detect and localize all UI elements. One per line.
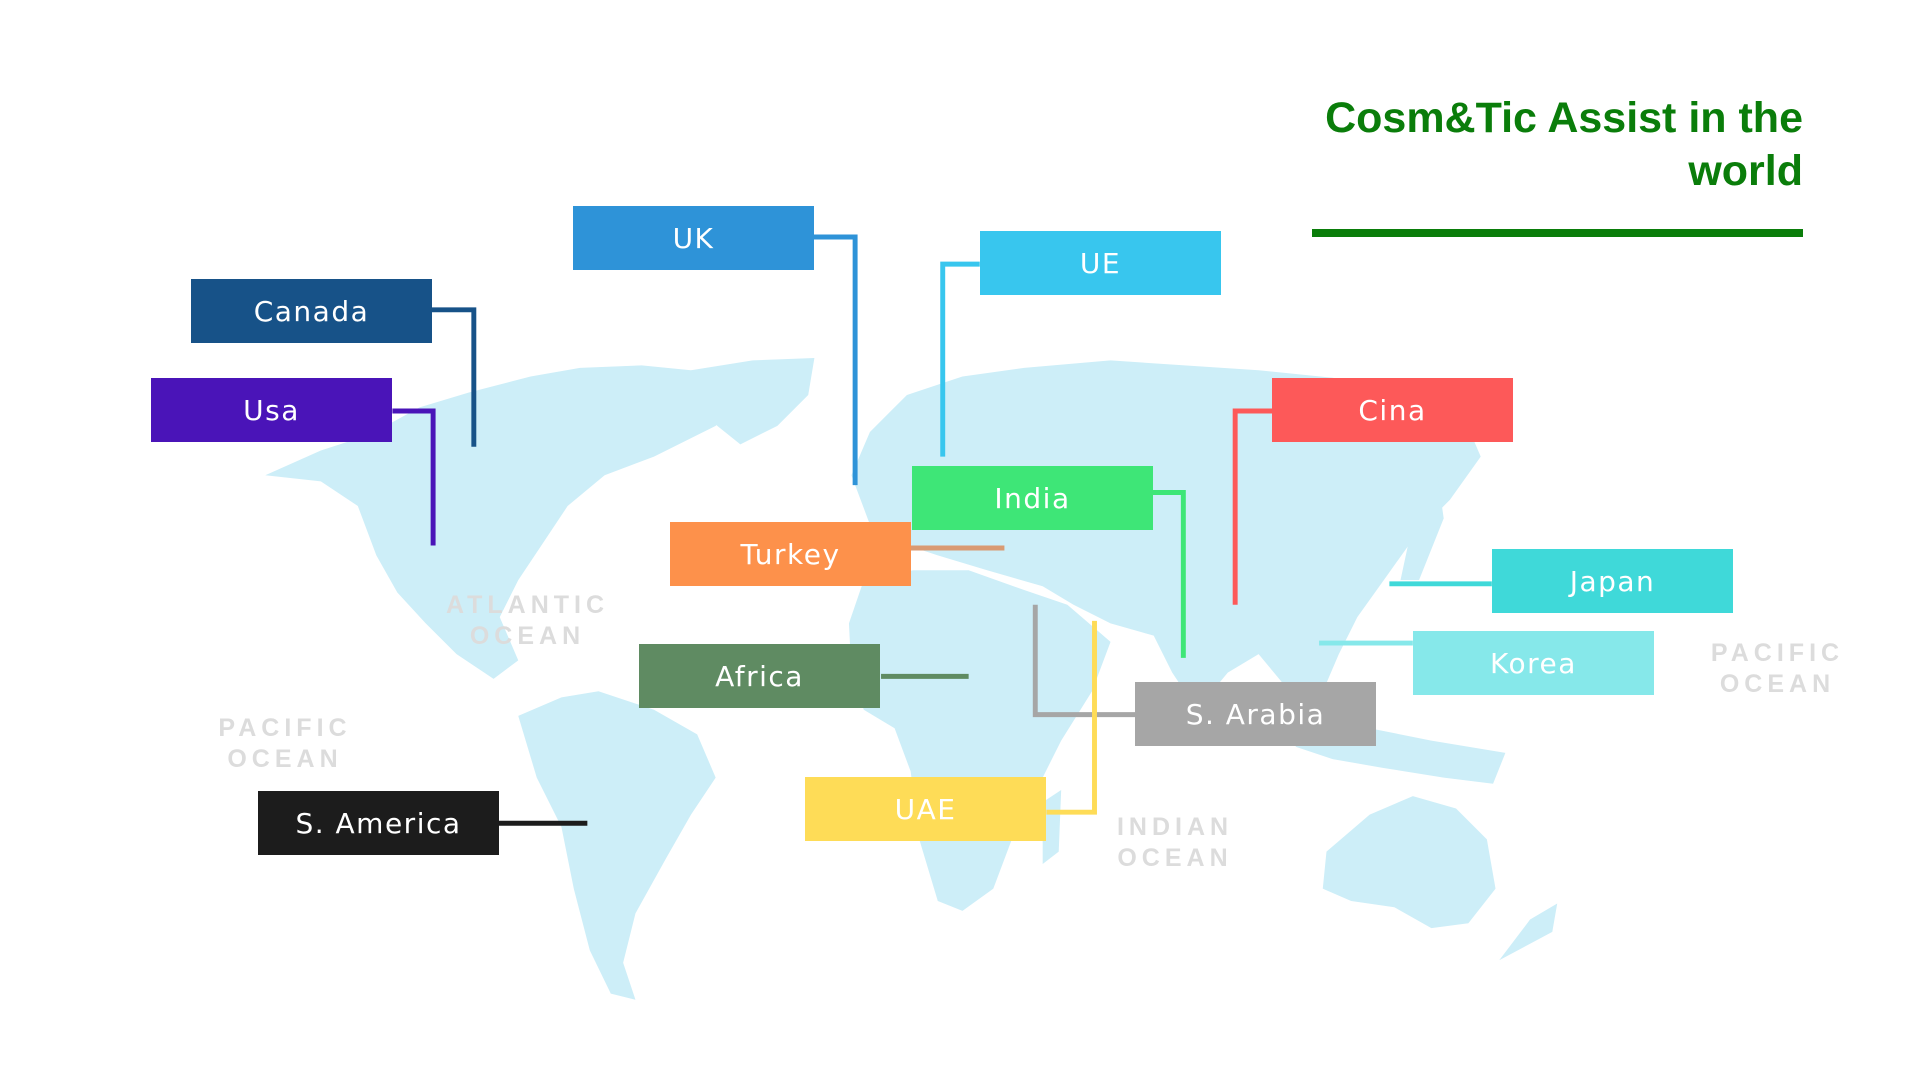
south-america <box>518 691 716 1000</box>
continents <box>265 357 1558 1000</box>
ue-connector <box>940 261 980 457</box>
africa <box>848 570 1111 911</box>
ocean-label-line: PACIFIC <box>1710 639 1845 667</box>
indian-ocean-label: INDIAN OCEAN <box>1090 812 1260 874</box>
label-korea: Korea <box>1413 631 1654 695</box>
ocean-label-line: OCEAN <box>227 745 343 773</box>
uk-connector <box>813 234 858 486</box>
canada-connector <box>431 307 477 447</box>
label-canada: Canada <box>191 279 432 343</box>
label-japan: Japan <box>1492 549 1733 613</box>
australia <box>1322 796 1496 929</box>
madagascar <box>1042 789 1062 864</box>
s-arabia-connector <box>1032 604 1136 718</box>
label-ue: UE <box>980 231 1221 295</box>
cina-connector <box>1232 408 1273 605</box>
label-uk: UK <box>573 206 814 270</box>
label-s-america: S. America <box>258 791 499 855</box>
label-usa: Usa <box>151 378 392 442</box>
eurasia <box>851 360 1481 710</box>
ocean-label-line: OCEAN <box>1719 670 1836 698</box>
ocean-label-line: PACIFIC <box>218 714 352 742</box>
usa-connector <box>392 408 436 546</box>
uae-connector <box>1046 620 1097 815</box>
page-title: Cosm&Tic Assist in the world <box>1203 92 1803 198</box>
title-line-1: Cosm&Tic Assist in the <box>1325 94 1803 142</box>
label-cina: Cina <box>1272 378 1513 442</box>
title-line-2: world <box>1688 147 1803 195</box>
ocean-label-line: OCEAN <box>469 622 586 650</box>
greenland <box>691 357 815 445</box>
label-s-arabia: S. Arabia <box>1135 682 1376 746</box>
connector-lines <box>392 234 1492 826</box>
label-africa: Africa <box>639 644 880 708</box>
new-zealand <box>1499 903 1558 961</box>
pacific-ocean-label-east: PACIFIC OCEAN <box>1675 638 1880 700</box>
atlantic-ocean-label: ATLANTIC OCEAN <box>425 590 630 652</box>
label-uae: UAE <box>805 777 1046 841</box>
label-turkey: Turkey <box>670 522 911 586</box>
ocean-label-line: INDIAN <box>1116 813 1234 841</box>
north-america <box>265 365 741 679</box>
label-india: India <box>912 466 1153 530</box>
pacific-ocean-label-west: PACIFIC OCEAN <box>200 713 370 775</box>
india-connector <box>1152 490 1186 658</box>
ocean-label-line: ATLANTIC <box>445 591 610 619</box>
ocean-label-line: OCEAN <box>1117 844 1233 872</box>
japan-islands <box>1400 475 1444 581</box>
title-underline <box>1312 229 1803 237</box>
